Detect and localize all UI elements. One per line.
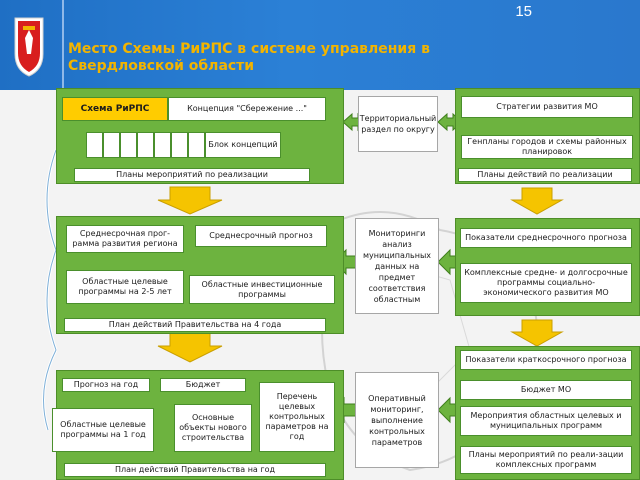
program-measures: Мероприятия областных целевых и муниципа… xyxy=(460,406,632,436)
plans-label: Планы мероприятий по реализации xyxy=(74,168,310,182)
gov-plan-year: План действий Правительства на год xyxy=(64,463,326,477)
header-divider xyxy=(62,0,64,90)
concept-cell xyxy=(137,132,154,158)
annual-forecast: Прогноз на год xyxy=(62,378,150,392)
operational-monitoring: Оперативный мониторинг, выполнение контр… xyxy=(355,372,439,468)
territorial-section: Территориальный раздел по округу xyxy=(358,96,438,152)
midterm-forecast: Среднесрочный прогноз xyxy=(195,225,327,247)
regional-programs: Областные целевые программы на 2-5 лет xyxy=(66,270,184,304)
concept-label: Концепция "Сбережение ..." xyxy=(168,97,326,121)
concept-cell xyxy=(171,132,188,158)
implementation-plans: Планы мероприятий по реали-зации комплек… xyxy=(460,446,632,474)
midterm-indicators: Показатели среднесрочного прогноза xyxy=(460,228,632,248)
shortterm-indicators: Показатели краткосрочного прогноза xyxy=(460,350,632,370)
header-bar xyxy=(0,0,640,90)
complex-programs: Комплексные средне- и долгосрочные прогр… xyxy=(460,263,632,303)
concept-cell xyxy=(103,132,120,158)
concept-cell xyxy=(188,132,205,158)
investment-programs: Областные инвестиционные программы xyxy=(189,275,335,304)
municipal-monitoring: Мониторинги анализ муниципальных данных … xyxy=(355,218,439,314)
concept-cell xyxy=(120,132,137,158)
concept-cell xyxy=(86,132,103,158)
mo-strategies: Стратегии развития МО xyxy=(461,96,633,118)
scheme-label: Схема РиРПС xyxy=(62,97,168,121)
midterm-program: Среднесрочная прог-рамма развития регион… xyxy=(66,225,184,253)
mo-budget: Бюджет МО xyxy=(460,380,632,400)
coat-of-arms-icon xyxy=(14,17,44,77)
params-list: Перечень целевых контрольных параметров … xyxy=(259,382,335,452)
concept-block-label: Блок концепций xyxy=(205,132,281,158)
concept-cell xyxy=(154,132,171,158)
new-construction: Основные объекты нового строительства xyxy=(174,404,252,452)
gov-plan-4years: План действий Правительства на 4 года xyxy=(64,318,326,332)
page-title: Место Схемы РиРПС в системе управления в… xyxy=(68,41,430,74)
slide-number: 15 xyxy=(515,3,532,20)
master-plans: Генпланы городов и схемы районных планир… xyxy=(461,135,633,159)
annual-programs: Областные целевые программы на 1 год xyxy=(52,408,154,452)
annual-budget: Бюджет xyxy=(160,378,246,392)
mo-action-plans: Планы действий по реализации xyxy=(458,168,632,182)
